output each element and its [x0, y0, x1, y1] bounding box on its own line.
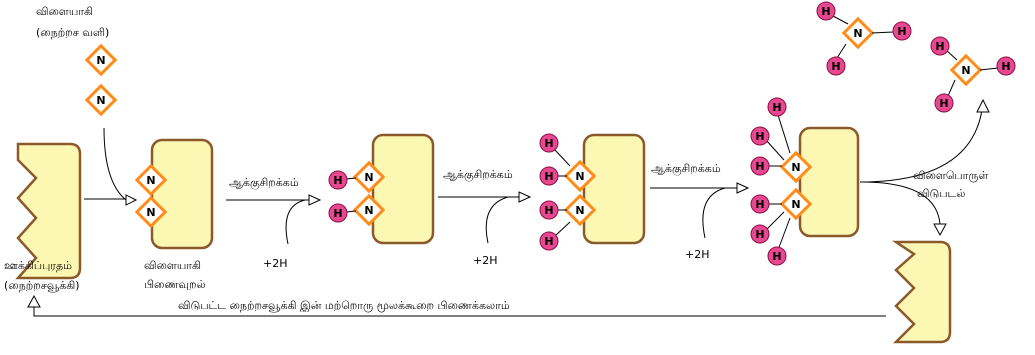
h-atom: H	[544, 204, 553, 217]
reduction-label-1: ஆக்குசிறக்கம்	[229, 176, 299, 191]
enzyme-state-2	[371, 133, 435, 245]
n-atom: N	[575, 170, 584, 183]
h-atom: H	[544, 235, 553, 248]
substrate-label-sub: (நைற்றச வளி)	[36, 26, 109, 39]
enzyme-state-4	[798, 126, 860, 238]
h-atom: H	[544, 170, 553, 183]
h-atom: H	[935, 40, 944, 53]
reduction-label-3: ஆக்குசிறக்கம்	[651, 162, 721, 177]
h-atom: H	[544, 137, 553, 150]
arrowhead	[976, 98, 990, 113]
binding-label: விளையாகி	[144, 259, 201, 272]
arrowhead	[27, 294, 41, 308]
release-label: விளைபொருள்	[913, 169, 989, 182]
hydrogen-input-curve-1	[285, 199, 306, 245]
n-atom: N	[853, 27, 862, 40]
h-atom: H	[831, 60, 840, 73]
h-atom: H	[939, 97, 948, 110]
h-atom: H	[897, 25, 906, 38]
recycle-label: விடுபட்ட நைற்றசவூக்கி இன் மற்றொரு மூலக்க…	[178, 299, 510, 312]
released-enzyme	[891, 240, 952, 344]
n-atom: N	[575, 204, 584, 217]
n-atom: N	[364, 171, 373, 184]
product-release-arrow	[859, 109, 983, 183]
n-atom: N	[791, 198, 800, 211]
h-atom: H	[333, 207, 342, 220]
binding-label-sub: பிணைவுறல்	[144, 278, 206, 291]
release-label-sub: விடுபடல்	[917, 187, 965, 200]
enzyme-label: ஊக்கிப்புரதம்	[4, 259, 72, 272]
n-atom: N	[364, 204, 373, 217]
enzyme-state-1	[150, 138, 214, 250]
hydrogen-input-curve-3	[702, 187, 726, 239]
ammonia-molecule-2: N H H H	[930, 36, 1016, 113]
h-atom: H	[772, 101, 781, 114]
nitrogen-bound-3: N N H H H H	[539, 133, 597, 251]
enzyme-release-arrow	[861, 181, 941, 225]
h-atom: H	[772, 250, 781, 263]
hydrogen-input-curve-2	[485, 196, 509, 244]
hydrogen-label-1: +2H	[263, 257, 288, 270]
h-atom: H	[333, 174, 342, 187]
n-atom: N	[146, 174, 155, 187]
nitrogen-molecule-free: N N	[84, 43, 118, 117]
n-atom: N	[146, 206, 155, 219]
recycle-arrow	[33, 306, 886, 317]
n-atom: N	[791, 161, 800, 174]
h-atom: H	[755, 198, 764, 211]
h-atom: H	[1001, 60, 1010, 73]
n-atom: N	[96, 54, 105, 67]
nitrogen-bound-1: N N	[134, 163, 168, 229]
h-atom: H	[755, 130, 764, 143]
n-atom: N	[961, 64, 970, 77]
reduction-label-2: ஆக்குசிறக்கம்	[443, 168, 513, 183]
hydrogen-label-2: +2H	[473, 254, 498, 267]
enzyme-label-sub: (நைற்றசவூக்கி)	[4, 279, 80, 292]
arrowhead	[125, 194, 138, 206]
hydrogen-label-3: +2H	[685, 248, 710, 261]
binding-arrow	[103, 127, 127, 201]
h-atom: H	[755, 228, 764, 241]
arrowhead	[308, 194, 322, 206]
arrowhead	[736, 182, 750, 194]
nitrogen-bound-4: N N H H H H H H	[750, 97, 813, 266]
free-enzyme	[15, 142, 82, 280]
arrowhead	[933, 223, 947, 237]
enzyme-state-3	[582, 133, 646, 245]
n-atom: N	[96, 94, 105, 107]
h-atom: H	[821, 5, 830, 18]
arrowhead	[518, 191, 532, 203]
ammonia-molecule-1: N H H H	[816, 1, 912, 76]
substrate-label: விளையாகி	[36, 5, 93, 18]
h-atom: H	[755, 160, 764, 173]
nitrogen-bound-2: N N H H	[328, 160, 386, 227]
